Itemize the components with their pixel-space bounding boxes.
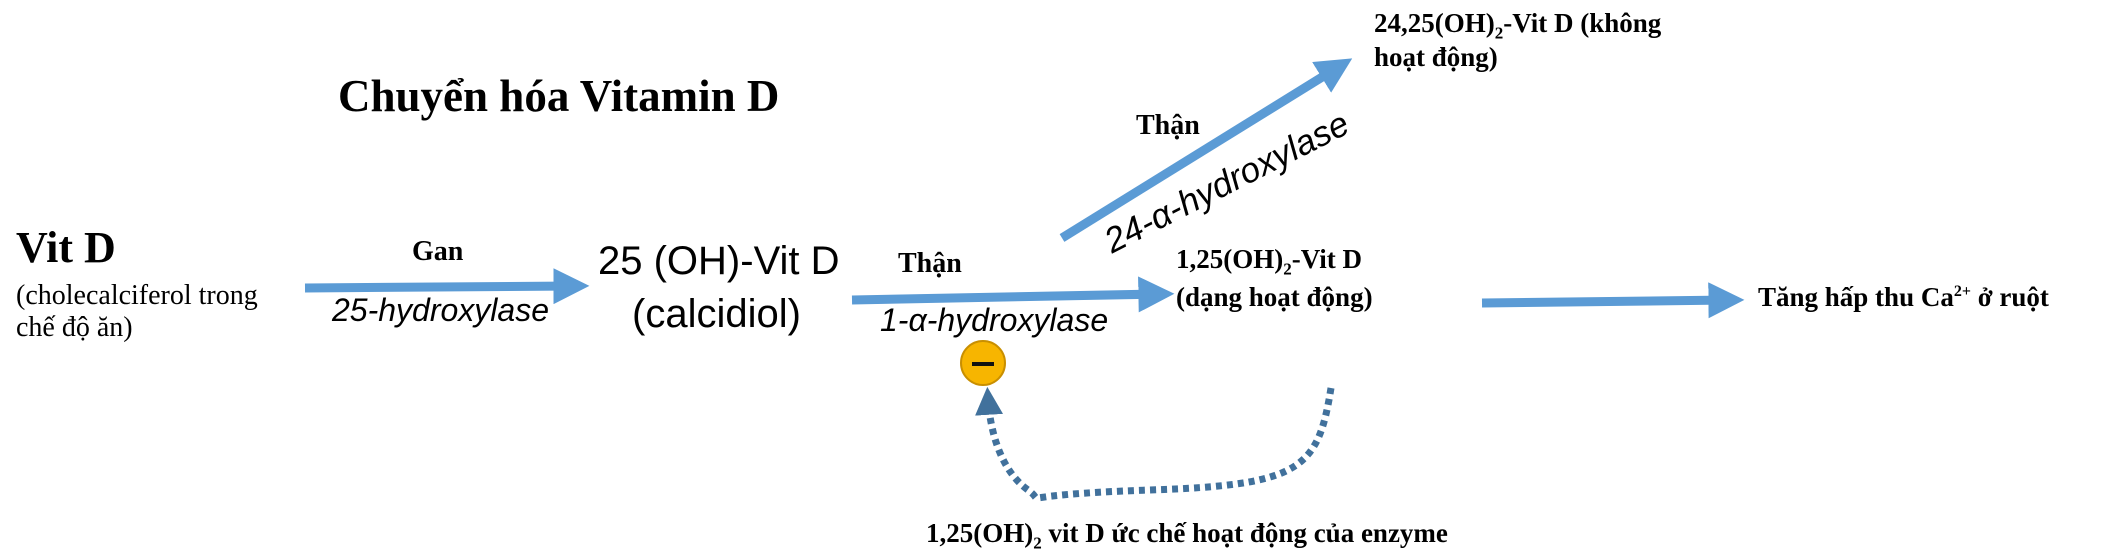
- active-post: -Vit D: [1291, 244, 1362, 274]
- arrow-calcidiol-to-active: [851, 276, 1175, 313]
- vitd-name: Vit D: [16, 223, 116, 272]
- calcidiol-line1: 25 (OH)-Vit D: [598, 239, 840, 283]
- organ-label-kidney-2-text: Thận: [1136, 110, 1200, 141]
- organ-label-kidney-1: Thận: [898, 248, 962, 279]
- inactive-metabolite-line2: hoạt động): [1374, 42, 1498, 72]
- arrow-to-inactive: [1059, 58, 1353, 242]
- inactive-sub: 2: [1494, 23, 1504, 43]
- feedback-caption: 1,25(OH)2 vit D ức chế hoạt động của enz…: [926, 518, 1448, 553]
- vitd-desc-line2: chế độ ăn): [16, 312, 133, 343]
- enzyme-label-1-alpha-hydroxylase: 1-α-hydroxylase: [880, 302, 1109, 338]
- arrow-active-to-effect: [1481, 282, 1745, 319]
- active-metabolite-line2: (dạng hoạt động): [1176, 282, 1373, 312]
- active-sub: 2: [1283, 259, 1292, 279]
- arrow-vitd-to-calcidiol: [304, 268, 590, 305]
- feedback-pre: 1,25(OH): [926, 518, 1034, 548]
- organ-label-liver: Gan: [412, 236, 464, 267]
- vitd-desc-line1: (cholecalciferol trong: [16, 280, 258, 311]
- inactive-pre: 24,25(OH): [1374, 8, 1495, 38]
- inactive-post: -Vit D (không: [1503, 8, 1662, 38]
- feedback-post: vit D ức chế hoạt động của enzyme: [1041, 518, 1448, 548]
- effect-pre: Tăng hấp thu Ca: [1758, 282, 1954, 312]
- effect-sup: 2+: [1953, 283, 1971, 300]
- calcidiol-line2: (calcidiol): [632, 292, 801, 336]
- active-metabolite-line1: 1,25(OH)2-Vit D: [1176, 244, 1362, 279]
- inhibitor-minus-icon: [960, 340, 1006, 386]
- enzyme-label-25-hydroxylase: 25-hydroxylase: [332, 292, 549, 328]
- page-title: Chuyển hóa Vitamin D: [338, 71, 780, 121]
- organ-label-kidney-2: Thận: [1136, 110, 1200, 142]
- effect-label: Tăng hấp thu Ca2+ ở ruột: [1758, 282, 2049, 313]
- feedback-sub: 2: [1033, 533, 1042, 553]
- effect-post: ở ruột: [1970, 282, 2049, 312]
- inactive-metabolite-line1: 24,25(OH)2-Vit D (không: [1374, 8, 1661, 43]
- active-pre: 1,25(OH): [1176, 244, 1284, 274]
- feedback-dotted-arrow: [975, 386, 1335, 502]
